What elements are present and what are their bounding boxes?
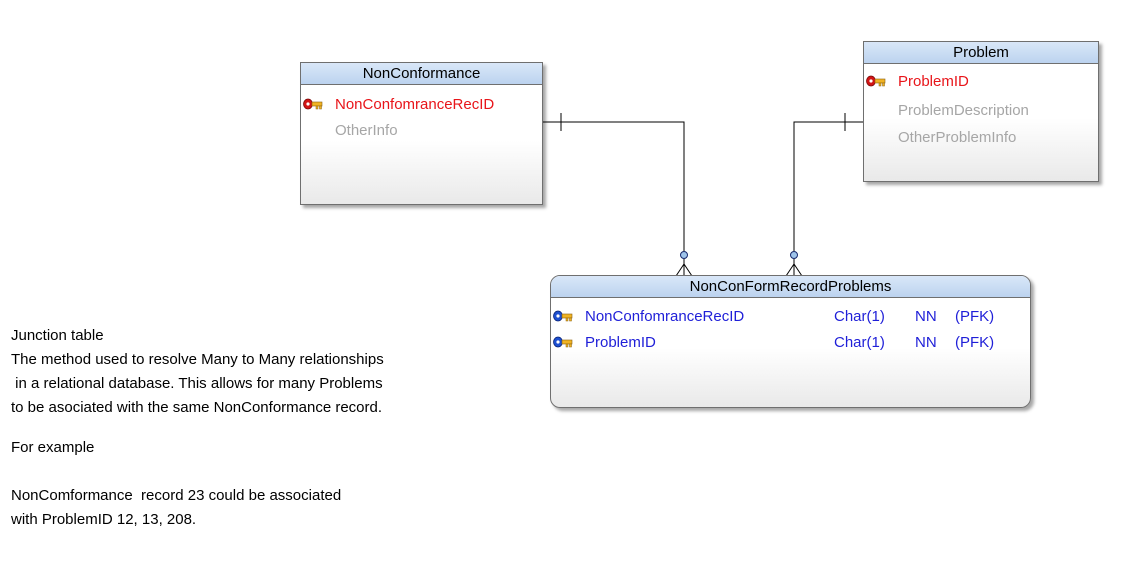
entity-title: NonConFormRecordProblems [551, 276, 1030, 298]
zero-marker-nonconformance [680, 251, 688, 259]
attribute-key: (PFK) [955, 308, 995, 325]
entity-title: NonConformance [301, 63, 542, 85]
entity-junction[interactable]: NonConFormRecordProblems NonConfomranceR… [550, 275, 1031, 408]
note-junction-text: to be asociated with the same NonConform… [11, 399, 383, 416]
relationship-line-problem [793, 121, 863, 276]
attribute-key: (PFK) [955, 334, 995, 351]
note-example-text: NonComformance record 23 could be associ… [11, 487, 342, 504]
attribute-row[interactable]: ProblemDescription [864, 100, 1098, 121]
primary-key-icon [303, 98, 323, 110]
foreign-key-icon [553, 336, 573, 348]
attribute-name: ProblemID [898, 73, 969, 90]
attribute-name: OtherProblemInfo [898, 129, 1017, 146]
note-example-text: with ProblemID 12, 13, 208. [11, 511, 197, 528]
crowfoot-problem [785, 263, 803, 277]
attribute-row[interactable]: ProblemID Char(1) NN (PFK) [551, 332, 1030, 353]
attribute-type: Char(1) [834, 334, 885, 351]
attribute-name: NonConfomranceRecID [335, 96, 495, 113]
crowfoot-nonconformance [675, 263, 693, 277]
entity-problem[interactable]: Problem ProblemID ProblemDescription Oth… [863, 41, 1099, 182]
attribute-row[interactable]: OtherProblemInfo [864, 127, 1098, 148]
attribute-name: OtherInfo [335, 122, 398, 139]
note-junction-heading: Junction table [11, 327, 104, 344]
attribute-name: NonConfomranceRecID [585, 308, 745, 325]
note-junction-text: The method used to resolve Many to Many … [11, 351, 384, 368]
foreign-key-icon [553, 310, 573, 322]
attribute-null: NN [915, 334, 937, 351]
attribute-name: ProblemDescription [898, 102, 1029, 119]
zero-marker-problem [790, 251, 798, 259]
attribute-type: Char(1) [834, 308, 885, 325]
attribute-row[interactable]: NonConfomranceRecID Char(1) NN (PFK) [551, 306, 1030, 327]
primary-key-icon [866, 75, 886, 87]
relationship-line-nonconformance [543, 121, 685, 276]
attribute-row[interactable]: OtherInfo [301, 120, 542, 141]
attribute-null: NN [915, 308, 937, 325]
note-junction-text: in a relational database. This allows fo… [11, 375, 383, 392]
attribute-row[interactable]: ProblemID [864, 71, 1098, 92]
entity-title: Problem [864, 42, 1098, 64]
attribute-row[interactable]: NonConfomranceRecID [301, 94, 542, 115]
note-example-heading: For example [11, 439, 95, 456]
entity-nonconformance[interactable]: NonConformance NonConfomranceRecID Other… [300, 62, 543, 205]
attribute-name: ProblemID [585, 334, 656, 351]
